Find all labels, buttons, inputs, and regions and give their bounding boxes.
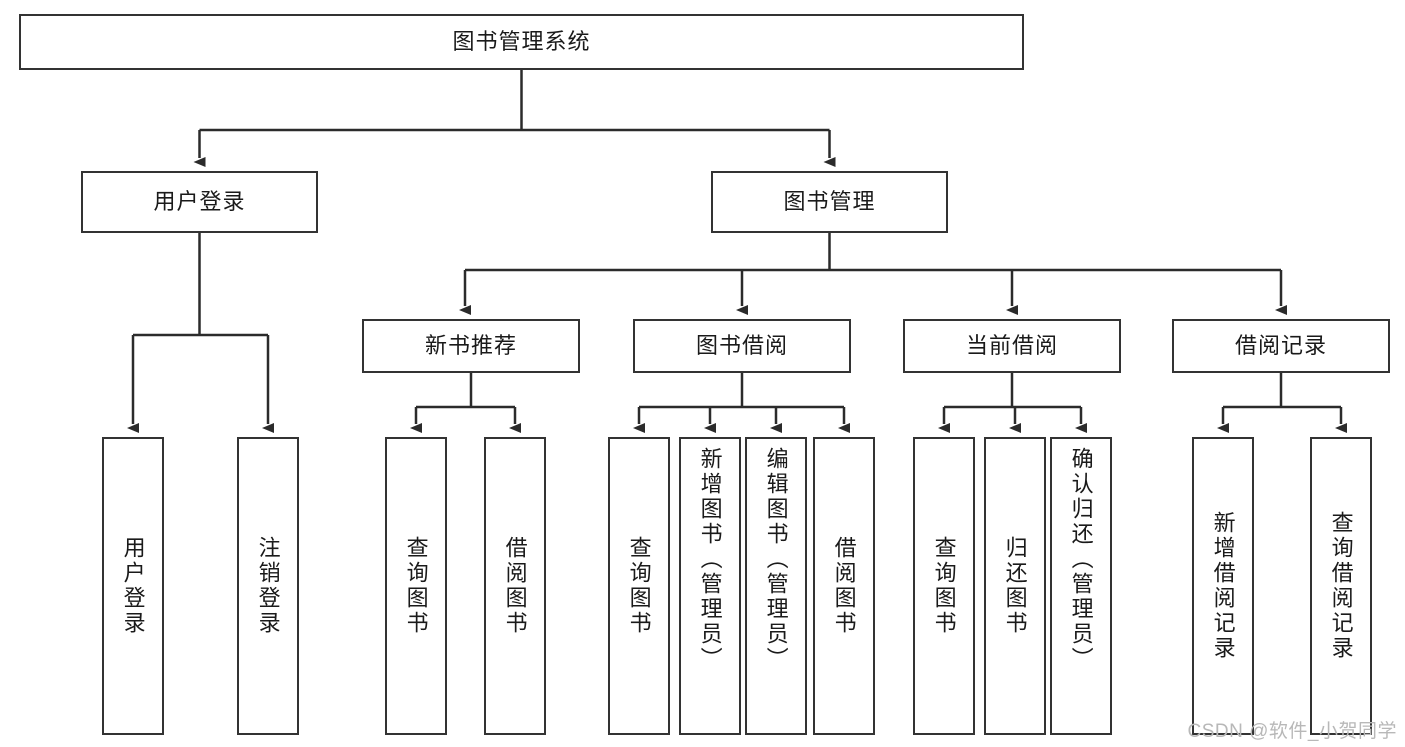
leaf-node-label: 编辑图书（管理员） (763, 447, 789, 672)
leaf-node-label: 查询图书 (931, 536, 957, 636)
leaf-node[interactable]: 查询图书 (608, 437, 670, 735)
leaf-node[interactable]: 确认归还（管理员） (1050, 437, 1112, 735)
node-book-management-label: 图书管理 (783, 188, 876, 214)
node-user-login-label: 用户登录 (153, 188, 246, 214)
node-current-borrow[interactable]: 当前借阅 (903, 319, 1121, 373)
leaf-node-label: 借阅图书 (502, 536, 528, 636)
leaf-node-label: 新增借阅记录 (1210, 511, 1236, 661)
leaf-node[interactable]: 查询借阅记录 (1310, 437, 1372, 735)
leaf-node[interactable]: 注销登录 (237, 437, 299, 735)
leaf-node-label: 查询借阅记录 (1328, 511, 1354, 661)
node-new-book-recommend[interactable]: 新书推荐 (362, 319, 580, 373)
node-book-borrow-label: 图书借阅 (695, 332, 788, 358)
leaf-node-label: 归还图书 (1002, 536, 1028, 636)
leaf-node[interactable]: 新增借阅记录 (1192, 437, 1254, 735)
node-borrow-record[interactable]: 借阅记录 (1172, 319, 1390, 373)
leaf-node[interactable]: 借阅图书 (484, 437, 546, 735)
node-borrow-record-label: 借阅记录 (1234, 332, 1327, 358)
leaf-node-label: 注销登录 (255, 536, 281, 636)
watermark-text: CSDN @软件_小贺同学 (1187, 721, 1397, 742)
leaf-node[interactable]: 查询图书 (913, 437, 975, 735)
node-current-borrow-label: 当前借阅 (965, 332, 1058, 358)
leaf-node[interactable]: 用户登录 (102, 437, 164, 735)
leaf-node-label: 新增图书（管理员） (697, 447, 723, 672)
leaf-node-label: 用户登录 (120, 536, 146, 636)
leaf-node-label: 查询图书 (626, 536, 652, 636)
node-book-borrow[interactable]: 图书借阅 (633, 319, 851, 373)
node-book-management[interactable]: 图书管理 (711, 171, 948, 233)
node-root-label: 图书管理系统 (452, 28, 591, 54)
leaf-node-label: 查询图书 (403, 536, 429, 636)
node-new-book-recommend-label: 新书推荐 (424, 332, 517, 358)
leaf-node[interactable]: 借阅图书 (813, 437, 875, 735)
leaf-node[interactable]: 新增图书（管理员） (679, 437, 741, 735)
leaf-node[interactable]: 归还图书 (984, 437, 1046, 735)
node-user-login[interactable]: 用户登录 (81, 171, 318, 233)
leaf-node[interactable]: 编辑图书（管理员） (745, 437, 807, 735)
leaf-node[interactable]: 查询图书 (385, 437, 447, 735)
leaf-node-label: 确认归还（管理员） (1068, 447, 1094, 672)
node-root-system[interactable]: 图书管理系统 (19, 14, 1024, 70)
leaf-node-label: 借阅图书 (831, 536, 857, 636)
